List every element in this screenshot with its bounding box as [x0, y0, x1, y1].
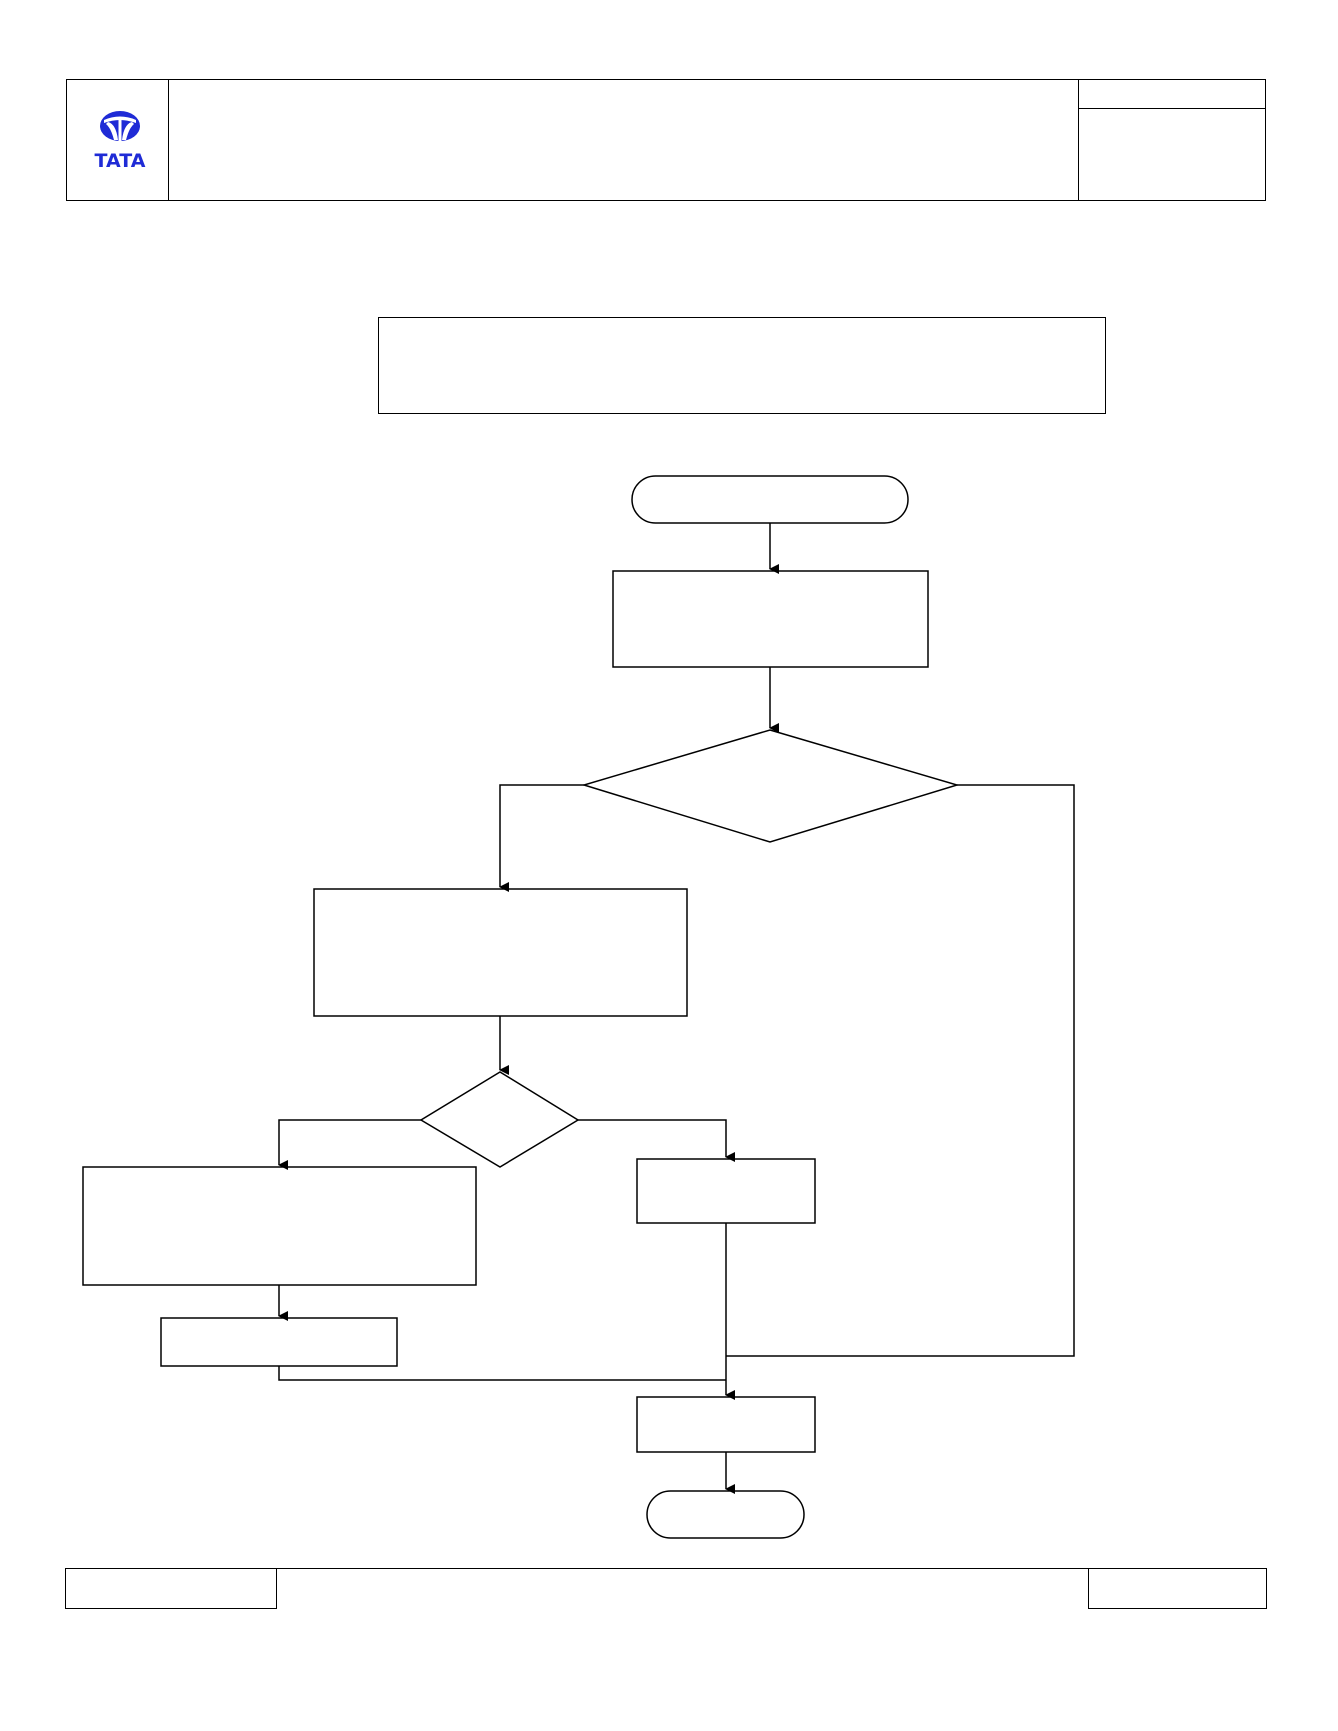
procedure-title-box [378, 317, 1106, 414]
document-header: TATA [66, 79, 1266, 201]
process-box-5 [636, 1158, 816, 1224]
connector-decision2-left [278, 1119, 421, 1170]
header-doc-number-cell [1079, 80, 1265, 109]
process-box-6 [636, 1396, 816, 1453]
header-title-cell [169, 80, 1079, 200]
tata-logo-icon [100, 111, 140, 142]
process-box-2 [313, 888, 688, 1017]
connector-decision1-left [499, 784, 584, 892]
process-box-3 [82, 1166, 477, 1286]
connector-decision1-right [726, 784, 1075, 1357]
process-box-4 [160, 1317, 398, 1367]
header-logo-cell: TATA [67, 80, 169, 200]
logo-wordmark: TATA [94, 150, 146, 172]
connector-decision2-right [578, 1119, 735, 1162]
decision-diamond-1 [581, 729, 960, 843]
end-terminator [646, 1490, 805, 1539]
connector-box4-to-merge [278, 1366, 726, 1381]
process-box-1 [612, 570, 929, 668]
decision-diamond-2 [419, 1071, 580, 1168]
footer-middle-line [276, 1568, 1089, 1609]
start-terminator [631, 475, 909, 524]
footer-right-cell [1088, 1568, 1267, 1609]
footer-left-cell [65, 1568, 277, 1609]
